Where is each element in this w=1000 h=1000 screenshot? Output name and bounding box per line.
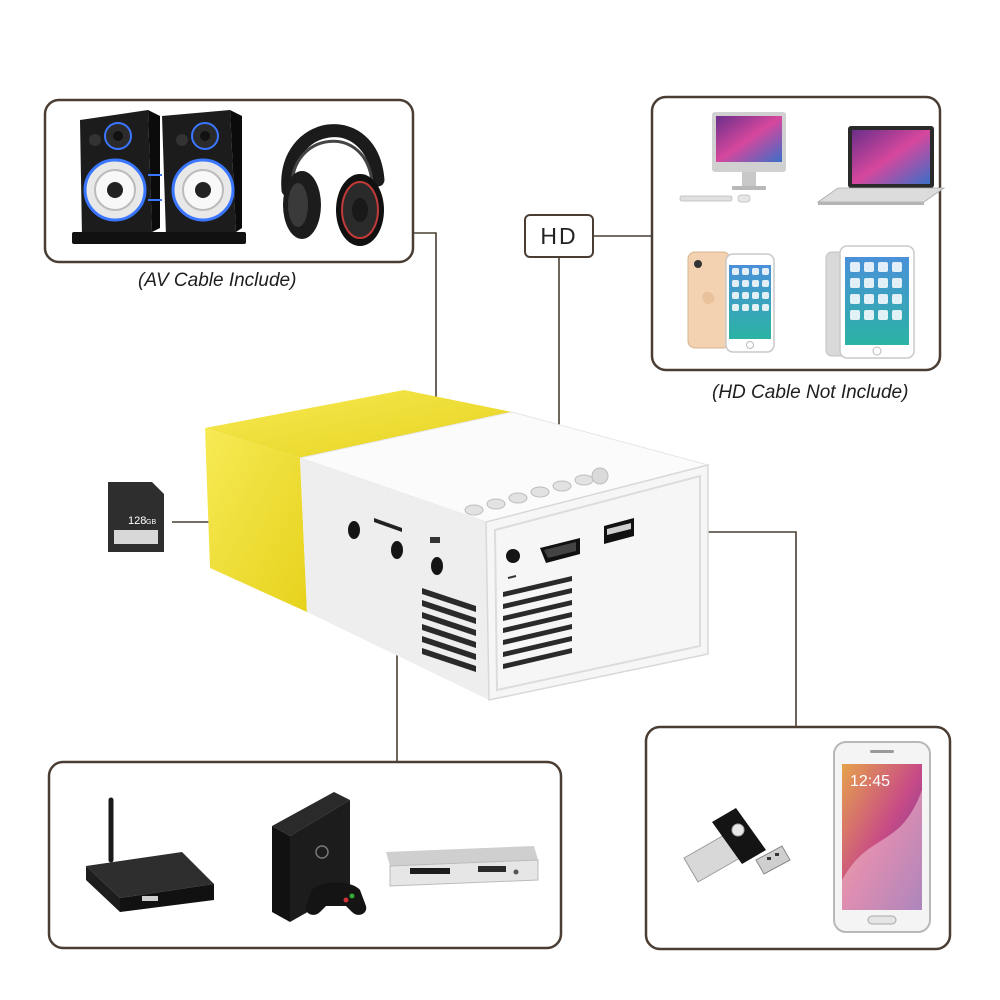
- av-port: [391, 541, 403, 559]
- side-port-1: [348, 521, 360, 539]
- hdmi-port: [540, 538, 580, 563]
- imac-icon: [679, 112, 786, 203]
- dvd-player-icon: [386, 846, 539, 887]
- side-vents: [422, 588, 476, 672]
- speaker-left-icon: [72, 110, 164, 244]
- speaker-pair-icon: [72, 110, 246, 244]
- audio-port: [431, 557, 443, 575]
- av-cable-caption: (AV Cable Include): [138, 270, 297, 291]
- headphones-icon: [281, 124, 385, 246]
- usb-port: [604, 518, 634, 544]
- sd-card-icon: 128 GB: [108, 482, 164, 552]
- hd-cable-caption: (HD Cable Not Include): [712, 382, 909, 403]
- hd-label: HD: [524, 214, 594, 258]
- sd-slot: [374, 518, 402, 532]
- smartphone-icon: 12:45: [833, 741, 931, 933]
- iphone-icon: [687, 251, 775, 353]
- phone-clock: 12:45: [850, 773, 890, 790]
- power-port: [506, 549, 520, 563]
- front-vents: [503, 576, 572, 669]
- game-console-icon: [272, 792, 367, 922]
- sd-capacity: 128: [128, 515, 146, 527]
- projector-yellow-side: [205, 428, 307, 612]
- side-port-small: [430, 537, 440, 543]
- control-buttons: [464, 467, 609, 516]
- projector-yellow-top: [205, 390, 512, 458]
- macbook-icon: [816, 126, 946, 205]
- sd-unit: GB: [146, 519, 156, 526]
- tv-box-icon: [86, 797, 214, 912]
- speaker-right-icon: [160, 110, 246, 244]
- usb-flash-drive-icon: [683, 808, 791, 883]
- projector-body: [205, 390, 710, 701]
- ipad-icon: [825, 245, 915, 359]
